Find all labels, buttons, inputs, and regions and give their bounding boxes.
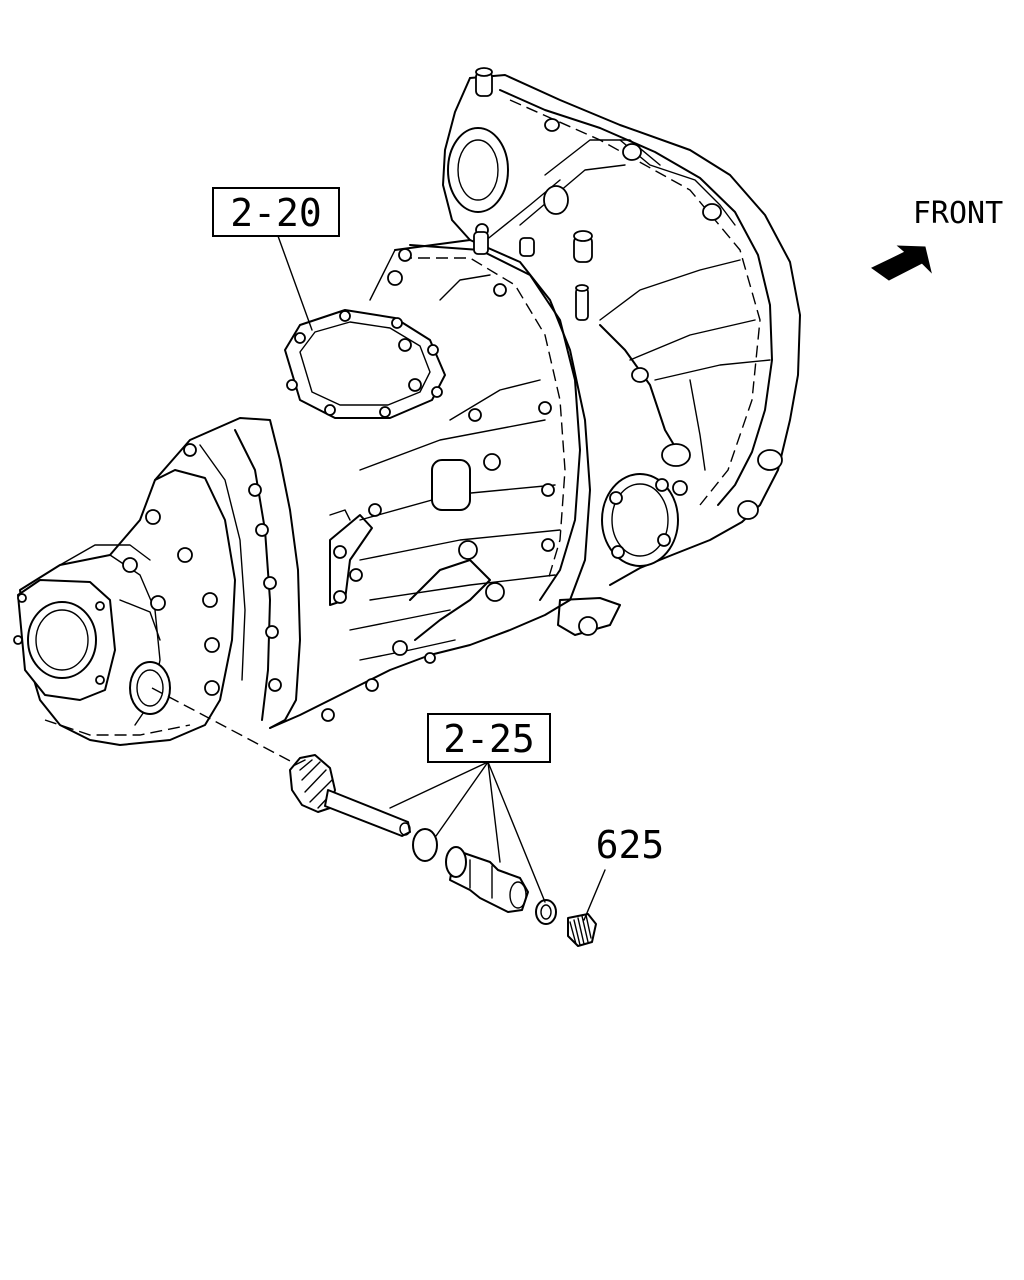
rear-extension — [13, 443, 236, 746]
callout-2-25: 2-25 — [427, 713, 551, 763]
front-indicator: FRONT — [871, 196, 1003, 281]
small-seal — [535, 899, 557, 925]
sleeve-bushing — [445, 846, 529, 913]
main-case — [269, 223, 591, 729]
leader-lines — [277, 235, 606, 921]
part-625-cap — [567, 913, 597, 947]
intermediate-plate — [154, 417, 301, 729]
front-label: FRONT — [913, 196, 1003, 231]
speedometer-parts — [289, 754, 597, 947]
callout-2-20-label: 2-20 — [230, 191, 322, 235]
transmission-assembly — [13, 67, 801, 746]
speedometer-driven-gear — [289, 754, 411, 837]
clutch-housing — [442, 67, 801, 636]
pinion-axis-line — [151, 687, 293, 763]
callout-2-20: 2-20 — [212, 187, 340, 237]
part-number-625: 625 — [596, 823, 665, 867]
callout-2-25-label: 2-25 — [443, 717, 535, 761]
arrow-icon — [871, 245, 932, 281]
o-ring — [412, 828, 438, 862]
